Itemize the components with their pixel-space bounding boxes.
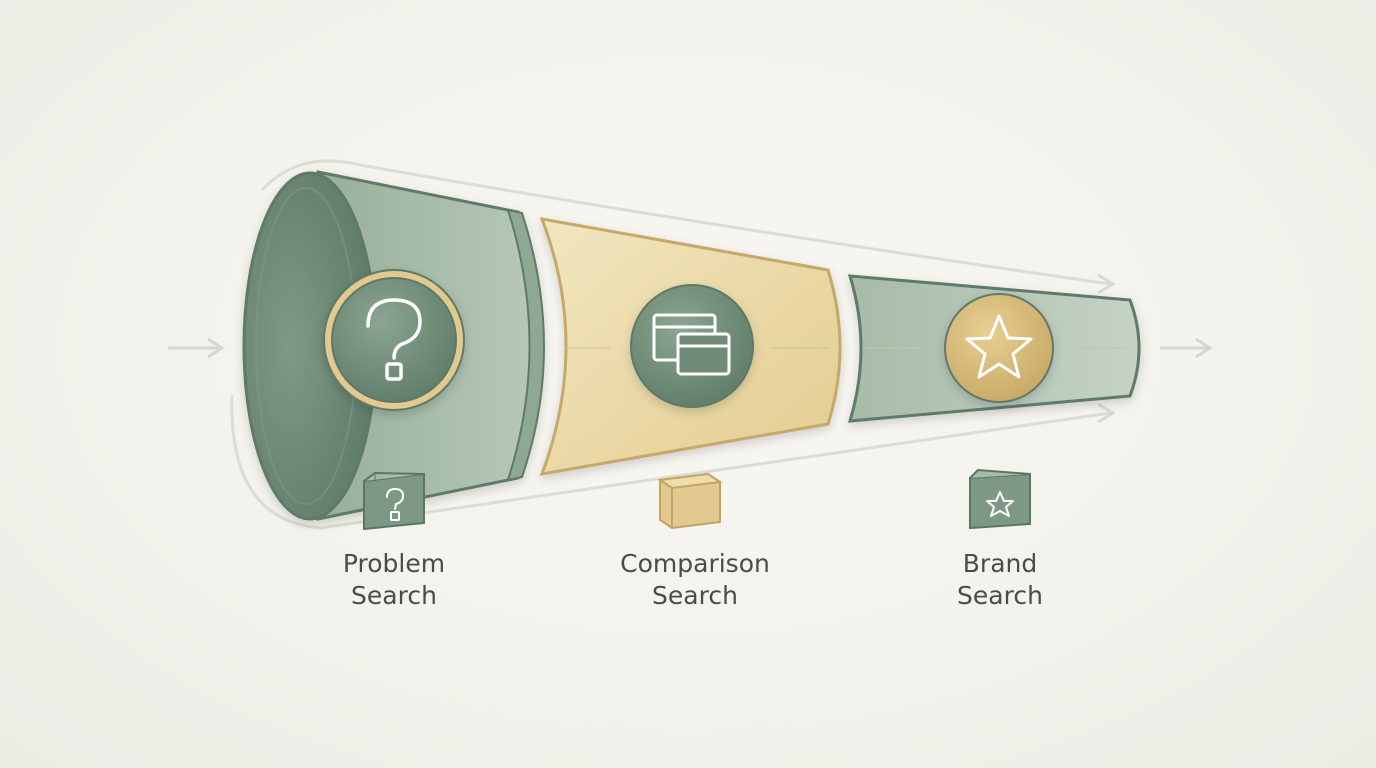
flow-arrowhead-bottom — [1097, 402, 1116, 424]
question-mark-icon — [366, 298, 422, 381]
comparison-cube — [657, 472, 723, 530]
stage-label-problem-line1: Problem — [342, 549, 446, 578]
star-icon — [986, 491, 1014, 517]
stage-label-problem: Problem Search — [274, 548, 514, 612]
flow-guide-bottom — [230, 394, 1111, 530]
stage-label-brand: Brand Search — [880, 548, 1120, 612]
brand-cube — [969, 468, 1031, 530]
problem-cube — [363, 471, 425, 531]
stage-label-problem-line2: Search — [351, 581, 437, 610]
exit-arrow — [1160, 337, 1213, 359]
stage-label-comparison: Comparison Search — [575, 548, 815, 612]
problem-disc — [323, 269, 465, 411]
stage-label-comparison-line2: Search — [652, 581, 738, 610]
star-icon — [965, 314, 1033, 379]
brand-disc — [944, 293, 1054, 403]
flow-arrowhead-top — [1097, 273, 1116, 295]
entry-arrow — [168, 337, 225, 359]
stage-label-brand-line2: Search — [957, 581, 1043, 610]
browser-windows-icon — [652, 313, 731, 376]
comparison-disc — [630, 284, 754, 408]
flow-guide-top — [260, 159, 1111, 286]
question-mark-icon — [386, 487, 405, 521]
stage-label-comparison-line1: Comparison — [620, 549, 770, 578]
stage-label-brand-line1: Brand — [962, 549, 1038, 578]
